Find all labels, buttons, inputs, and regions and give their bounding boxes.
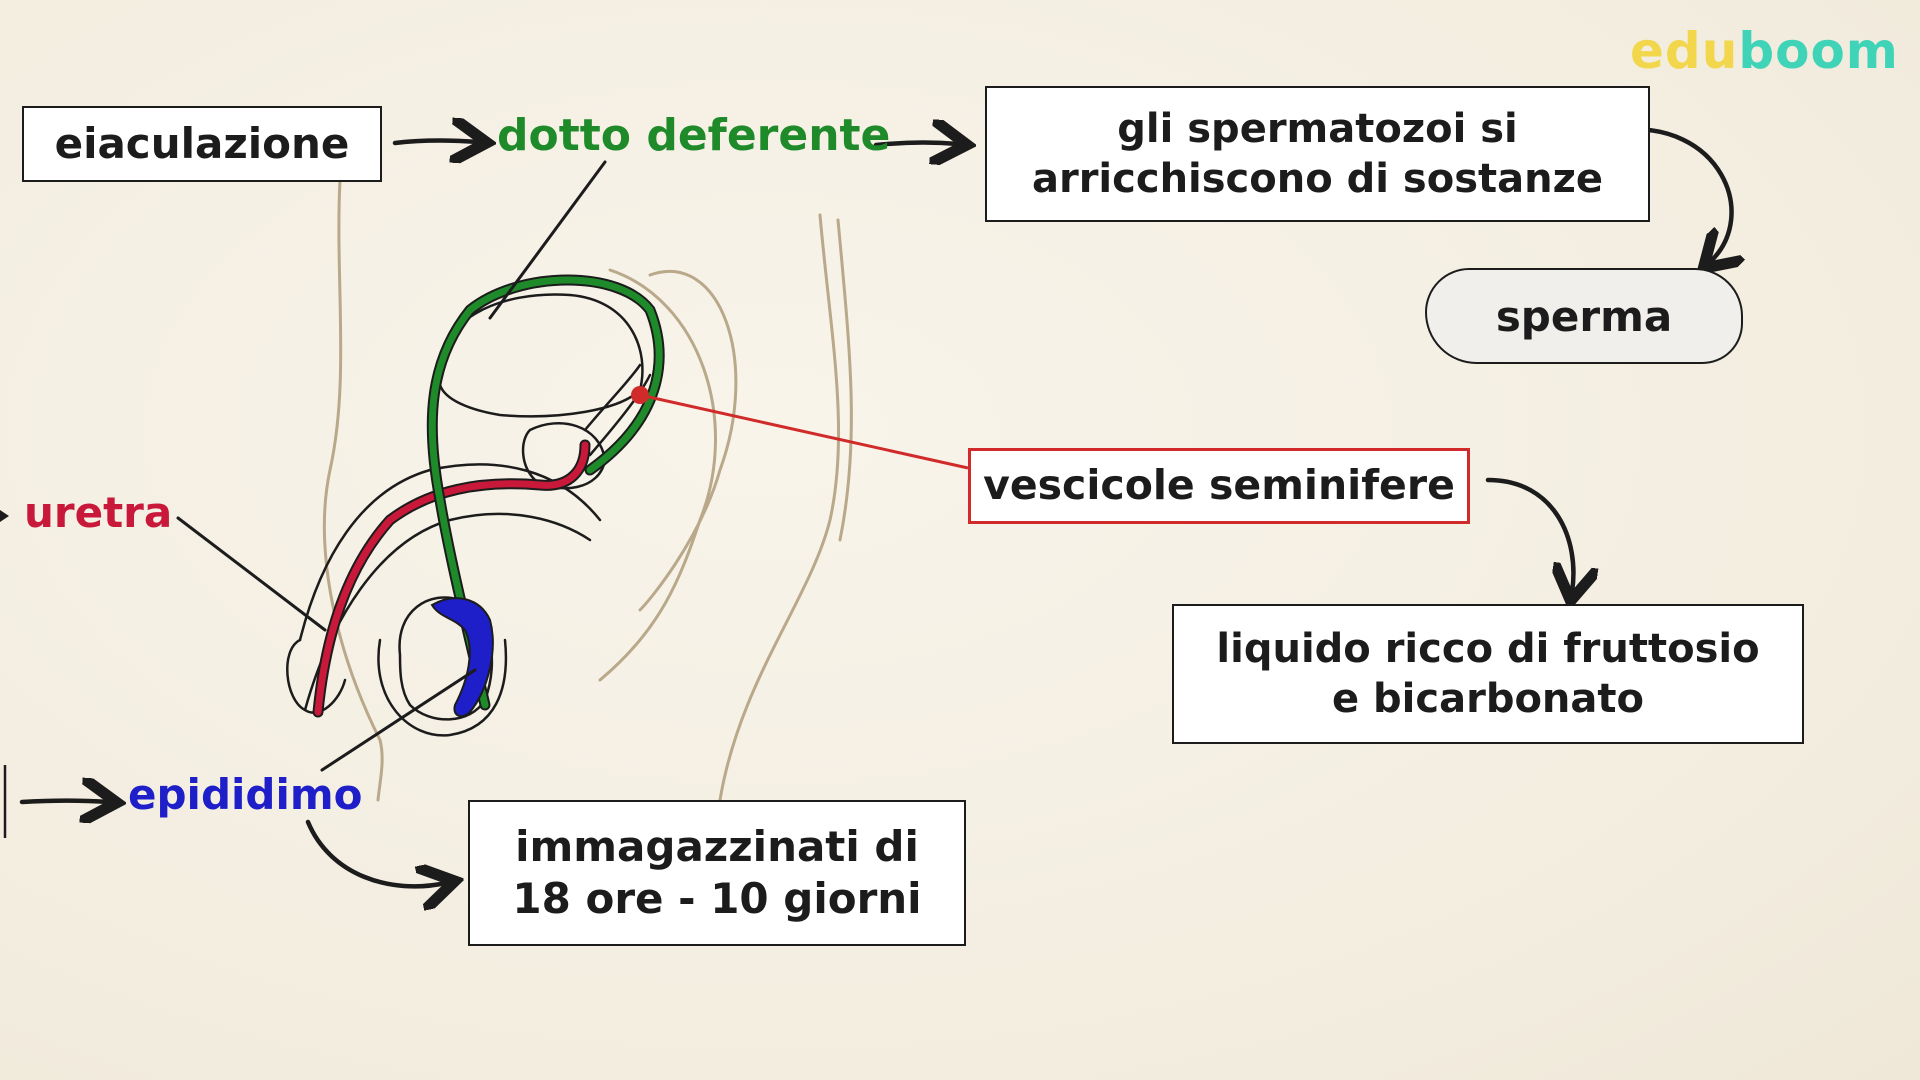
- liquido-line-2: e bicarbonato: [1331, 676, 1644, 722]
- epididimo-organ: [430, 597, 494, 718]
- scrotum-outline: [377, 638, 508, 737]
- epididimo-label: epididimo: [128, 770, 363, 819]
- liquido-box: liquido ricco di fruttosio e bicarbonato: [1172, 604, 1804, 744]
- eiaculazione-box: eiaculazione: [22, 106, 382, 182]
- arrow-spermatozoi-to-sperma: [1617, 127, 1732, 262]
- logo-part-edu: edu: [1630, 22, 1739, 80]
- sperma-label: sperma: [1495, 291, 1673, 341]
- spermatozoi-line-1: gli spermatozoi si: [1117, 106, 1518, 152]
- arrow-dotto-to-spermatozoi: [873, 143, 958, 145]
- arrow-eiaculazione-to-dotto: [392, 141, 478, 143]
- body-outline: [322, 178, 853, 802]
- immagazzinati-line-2: 18 ore - 10 giorni: [512, 874, 922, 923]
- leg-inner-outline: [598, 268, 718, 682]
- uretra-label: uretra: [24, 488, 173, 537]
- buttock-outline: [638, 269, 738, 612]
- arrow-left-to-epididimo: [19, 801, 108, 803]
- uretra-side-arrow-tip: [0, 510, 9, 522]
- bladder-outline: [437, 293, 644, 418]
- back-inner-outline: [836, 218, 853, 542]
- liquido-line-1: liquido ricco di fruttosio: [1216, 626, 1760, 672]
- arrow-epididimo-to-immagazzinati: [305, 819, 446, 886]
- leader-lines: [176, 160, 607, 772]
- uretra-side-arrow: [0, 510, 9, 522]
- spermatozoi-box: gli spermatozoi si arricchiscono di sost…: [985, 86, 1650, 222]
- uretra-leader-line: [176, 516, 327, 632]
- glans-outline: [286, 638, 347, 714]
- logo-part-boom: boom: [1738, 22, 1899, 80]
- epididimo-leader-line: [320, 668, 477, 772]
- dotto-deferente-duct-fill: [428, 276, 663, 709]
- flow-arrows: [19, 127, 1732, 886]
- uretra-duct-fill: [314, 441, 589, 716]
- vescicole-leader-line: [639, 393, 969, 470]
- vescicole-seminifere-box: vescicole seminifere: [968, 448, 1470, 524]
- eiaculazione-label: eiaculazione: [54, 118, 350, 168]
- arrow-vescicole-to-liquido: [1485, 477, 1573, 592]
- dotto-leader-line: [488, 160, 607, 320]
- sperma-cloud: sperma: [1425, 268, 1743, 364]
- prostate-outline: [521, 422, 607, 490]
- back-outline: [718, 213, 841, 802]
- seminal-vesicle-outline: [583, 363, 652, 457]
- immagazzinati-line-1: immagazzinati di: [515, 821, 919, 871]
- immagazzinati-box: immagazzinati di 18 ore - 10 giorni: [468, 800, 966, 946]
- vescicole-seminifere-label: vescicole seminifere: [983, 461, 1455, 510]
- dotto-deferente-label: dotto deferente: [497, 110, 891, 161]
- spermatozoi-line-2: arricchiscono di sostanze: [1031, 156, 1603, 202]
- testis-outline: [398, 596, 494, 721]
- thigh-front-outline: [322, 178, 384, 802]
- eduboom-logo: eduboom: [1630, 22, 1899, 80]
